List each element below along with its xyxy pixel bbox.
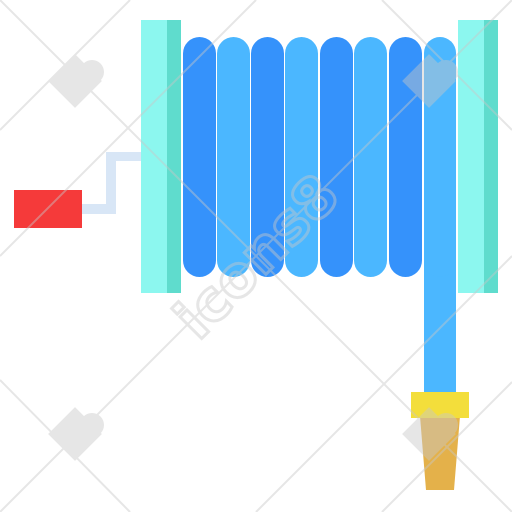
- watermark-logo: [48, 54, 458, 461]
- right-flange: [458, 20, 498, 293]
- crank-arm: [78, 152, 146, 214]
- hose-coil: [285, 37, 318, 277]
- crank-arm-vertical: [106, 152, 116, 214]
- hose-coil: [183, 37, 216, 277]
- hose-coil: [389, 37, 422, 277]
- right-flange-face: [458, 20, 486, 293]
- nozzle-collar: [411, 392, 469, 418]
- hose-coil: [251, 37, 284, 277]
- hose-nozzle: [411, 392, 469, 490]
- crank-arm-horizontal-top: [106, 152, 146, 161]
- crank-arm-horizontal-bottom: [78, 204, 116, 214]
- left-flange-face: [141, 20, 169, 293]
- left-flange: [141, 20, 181, 293]
- hose-coil: [320, 37, 353, 277]
- left-flange-edge: [167, 20, 181, 293]
- hose-coil: [217, 37, 250, 277]
- nozzle-tip: [420, 416, 460, 490]
- right-flange-edge: [484, 20, 498, 293]
- hose-coil-top: [424, 37, 456, 277]
- hose-coils: [183, 37, 456, 277]
- crank-handle: [14, 190, 82, 228]
- hose-coil: [354, 37, 387, 277]
